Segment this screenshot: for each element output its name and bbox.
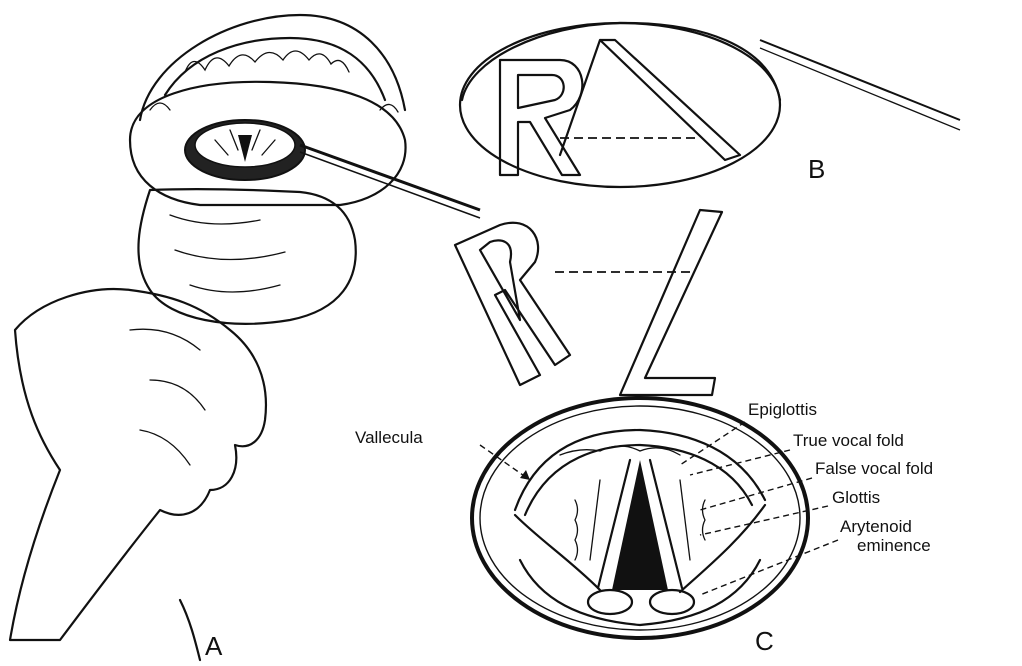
reversed-letter-r-in-mirror	[500, 60, 582, 175]
panel-label-b: B	[808, 154, 825, 184]
label-false-vocal-fold: False vocal fold	[815, 459, 933, 478]
panel-a-drawing	[10, 15, 480, 660]
label-vallecula: Vallecula	[355, 428, 423, 447]
label-arytenoid-line1: Arytenoid	[840, 517, 912, 536]
label-true-vocal-fold: True vocal fold	[793, 431, 904, 450]
panel-label-c: C	[755, 626, 774, 656]
panel-c-larynx-view	[472, 398, 808, 638]
label-arytenoid-line2: eminence	[857, 536, 931, 555]
label-glottis: Glottis	[832, 488, 880, 507]
reversed-letter-l-in-mirror	[560, 40, 740, 160]
letter-l	[620, 210, 722, 395]
actual-letters	[455, 210, 722, 395]
panel-b-mirror	[460, 23, 960, 187]
hand	[10, 289, 266, 640]
upper-teeth	[140, 15, 405, 120]
label-epiglottis: Epiglottis	[748, 400, 817, 419]
letter-r	[455, 223, 570, 385]
tongue-gauze	[138, 189, 355, 324]
panel-label-a: A	[205, 631, 223, 661]
